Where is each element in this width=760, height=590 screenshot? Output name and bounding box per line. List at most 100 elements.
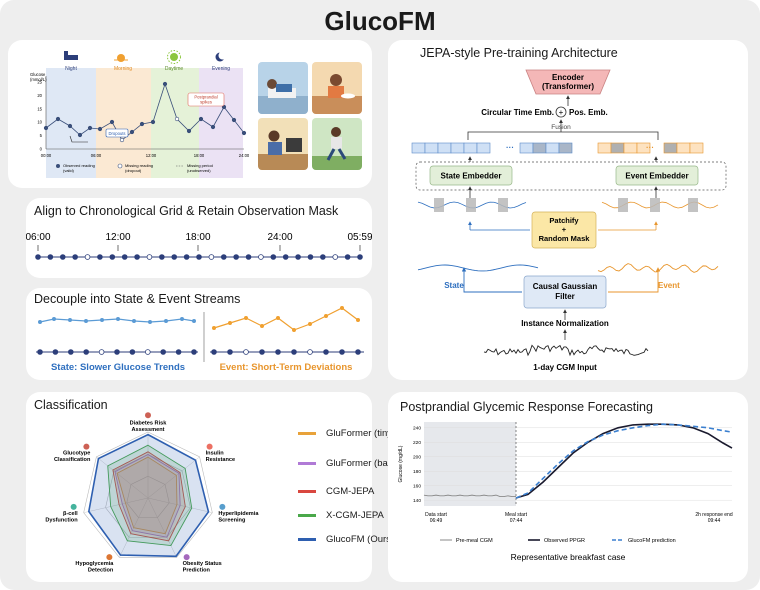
decouple-svg: State: Slower Glucose Trends Event: Shor… bbox=[36, 306, 364, 373]
observed-reading-point bbox=[129, 129, 135, 135]
state-point bbox=[84, 319, 88, 323]
grid-observed-dot bbox=[220, 254, 227, 260]
radar-axis-label: Insulin bbox=[206, 451, 225, 457]
radar-grid-ring bbox=[126, 475, 170, 518]
radar-axis-label: β-cell bbox=[63, 511, 78, 517]
daytime-band bbox=[151, 68, 199, 178]
decouple-panel: Decouple into State & Event Streams Stat… bbox=[26, 288, 372, 380]
radar-axis-labels: Diabetes RiskAssessmentInsulinResistance… bbox=[45, 412, 259, 574]
dropout-gap-bracket bbox=[69, 135, 88, 143]
radar-axis-label: Hypoglycemia bbox=[75, 561, 114, 567]
event-grid-dot bbox=[275, 349, 281, 355]
event-point bbox=[228, 321, 232, 325]
grid-observed-dot bbox=[59, 254, 66, 260]
encoder-label-line1: Encoder bbox=[552, 73, 584, 82]
radar-axis-label: Classification bbox=[54, 457, 91, 463]
grid-time-label: 18:00 bbox=[185, 232, 210, 243]
radar-axis-label: Hyperlipidemia bbox=[218, 511, 259, 517]
patchify-line3: Random Mask bbox=[539, 234, 591, 243]
x-tick-label: 00:00 bbox=[41, 153, 52, 158]
state-masked-patch bbox=[498, 198, 508, 212]
legend-label: GlucoFM (Ours) bbox=[326, 534, 395, 545]
radar-axis-label: Screening bbox=[218, 517, 246, 523]
event-grid-dot bbox=[211, 349, 217, 355]
patched-signals bbox=[417, 198, 719, 212]
grid-time-label: 05:59 bbox=[347, 232, 372, 243]
causal-gaussian-filter-block bbox=[523, 275, 607, 309]
decouple-title: Decouple into State & Event Streams bbox=[34, 292, 241, 306]
state-embedder-block bbox=[429, 165, 513, 186]
state-token bbox=[463, 142, 478, 154]
state-grid-dot bbox=[175, 349, 182, 355]
grid-observed-dot bbox=[183, 254, 190, 260]
state-token bbox=[437, 142, 452, 154]
cgm-input-signal bbox=[483, 344, 649, 357]
observed-reading-point bbox=[67, 123, 73, 129]
observed-reading-point bbox=[198, 116, 204, 122]
missing-reading-point bbox=[119, 137, 125, 143]
sunrise-icon bbox=[114, 54, 128, 62]
event-point bbox=[292, 328, 296, 332]
observed-reading-point bbox=[241, 130, 247, 136]
token-rows bbox=[411, 142, 704, 154]
patchify-block bbox=[531, 211, 597, 249]
state-point bbox=[164, 319, 168, 323]
observed-reading-point bbox=[87, 125, 93, 131]
radar-spoke bbox=[96, 456, 149, 499]
event-branch-label: Event bbox=[658, 281, 680, 290]
state-point bbox=[132, 319, 136, 323]
grid-observed-dot bbox=[307, 254, 314, 260]
legend-period-line1: Missing period bbox=[187, 163, 213, 168]
forecast-y-tick: 220 bbox=[413, 440, 421, 446]
grid-observed-dot bbox=[233, 254, 239, 260]
grid-observed-dot bbox=[171, 254, 178, 260]
period-label-night: Night bbox=[65, 66, 77, 72]
forecast-y-tick: 200 bbox=[413, 454, 421, 460]
postprandial-callout-box bbox=[187, 92, 225, 107]
event-stream-line bbox=[213, 307, 359, 331]
task-icon bbox=[106, 554, 113, 561]
grid-observed-dot bbox=[97, 254, 103, 260]
patchify-line2: + bbox=[562, 225, 567, 234]
event-grid-dot bbox=[291, 349, 297, 355]
state-grid-dot bbox=[129, 349, 136, 355]
encoder-block bbox=[525, 69, 611, 95]
cgf-line2: Filter bbox=[555, 292, 575, 301]
state-point bbox=[192, 319, 196, 323]
stream-grid-dots bbox=[37, 349, 361, 355]
legend-swatch bbox=[298, 538, 316, 541]
grid-observed-dot bbox=[109, 254, 116, 260]
radar-chart-svg: Diabetes RiskAssessmentInsulinResistance… bbox=[45, 412, 259, 574]
page-title: GlucoFM bbox=[324, 6, 436, 36]
grid-observed-dot bbox=[282, 254, 289, 260]
architecture-svg: Encoder (Transformer) + Circular Time Em… bbox=[411, 69, 727, 372]
observed-reading-point bbox=[231, 117, 237, 123]
encoder-label-line2: (Transformer) bbox=[542, 82, 594, 91]
y-tick-label: 5 bbox=[40, 133, 43, 138]
event-grid-dot bbox=[339, 349, 345, 355]
observed-reading-point bbox=[109, 119, 115, 125]
y-tick-label: 20 bbox=[37, 93, 42, 98]
event-stream-points bbox=[212, 306, 360, 332]
glucose-series bbox=[43, 81, 247, 143]
observed-reading-point bbox=[210, 124, 216, 130]
radar-axis-label: Resistance bbox=[206, 457, 236, 463]
circular-time-emb: Circular Time Emb. bbox=[481, 108, 554, 117]
grid-observed-dot bbox=[72, 254, 78, 260]
event-token bbox=[676, 142, 691, 154]
event-embedder-label: Event Embedder bbox=[625, 172, 688, 181]
radar-axis-label: Assessment bbox=[132, 427, 165, 433]
grid-observed-dot bbox=[47, 254, 54, 260]
radar-series-x-cgm-jepa bbox=[107, 444, 193, 547]
forecast-grid bbox=[424, 427, 732, 501]
radar-series-cgm-jepa bbox=[112, 451, 186, 542]
state-grid-dot bbox=[191, 349, 197, 355]
event-masked-patch bbox=[688, 198, 698, 212]
grid-alignment-title: Align to Chronological Grid & Retain Obs… bbox=[34, 204, 339, 218]
legend-swatch bbox=[298, 462, 316, 465]
eating-person-photo bbox=[312, 62, 362, 114]
postprandial-callout-line1: Postprandial bbox=[194, 95, 217, 100]
